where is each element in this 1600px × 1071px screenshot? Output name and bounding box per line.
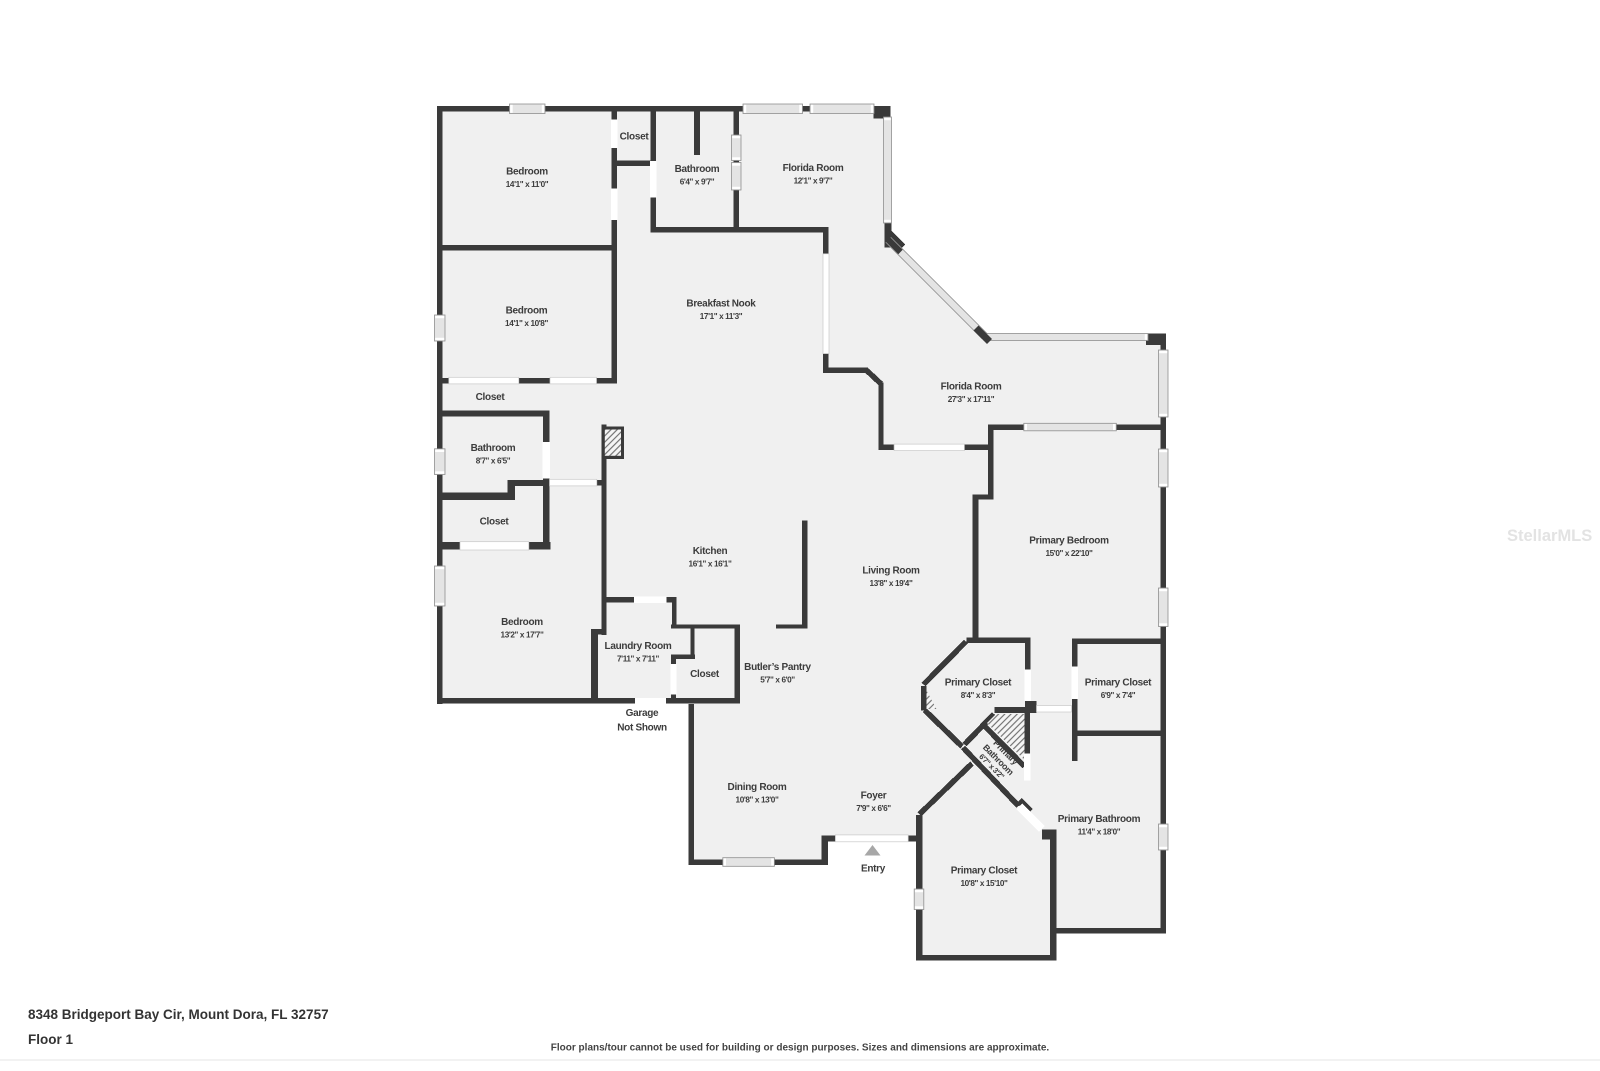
svg-text:Garage: Garage	[626, 708, 659, 719]
svg-text:StellarMLS: StellarMLS	[1507, 527, 1592, 545]
svg-text:27'3" x 17'11": 27'3" x 17'11"	[948, 395, 995, 404]
svg-text:Kitchen: Kitchen	[693, 546, 728, 557]
svg-text:12'1" x 9'7": 12'1" x 9'7"	[794, 177, 833, 186]
svg-text:5'7" x 6'0": 5'7" x 6'0"	[760, 676, 795, 685]
svg-text:Closet: Closet	[476, 392, 506, 403]
svg-text:7'9" x 6'6": 7'9" x 6'6"	[856, 804, 891, 813]
svg-text:Not Shown: Not Shown	[617, 723, 667, 734]
svg-text:8'7" x 6'5": 8'7" x 6'5"	[476, 457, 511, 466]
svg-text:14'1" x 10'8": 14'1" x 10'8"	[505, 319, 548, 328]
svg-text:13'2" x 17'7": 13'2" x 17'7"	[501, 631, 544, 640]
svg-text:Florida Room: Florida Room	[783, 163, 844, 174]
svg-text:14'1" x 11'0": 14'1" x 11'0"	[506, 180, 549, 189]
svg-text:11'4" x 18'0": 11'4" x 18'0"	[1078, 828, 1121, 837]
svg-text:15'0" x 22'10": 15'0" x 22'10"	[1045, 549, 1093, 558]
svg-text:Foyer: Foyer	[861, 791, 887, 802]
svg-text:10'8" x 13'0": 10'8" x 13'0"	[736, 796, 779, 805]
svg-text:Living Room: Living Room	[862, 566, 920, 577]
svg-text:6'9" x 7'4": 6'9" x 7'4"	[1101, 691, 1136, 700]
svg-text:Closet: Closet	[690, 669, 720, 680]
svg-text:Butler’s Pantry: Butler’s Pantry	[744, 662, 811, 673]
svg-text:Breakfast Nook: Breakfast Nook	[686, 299, 756, 310]
svg-text:Floor plans/tour cannot be use: Floor plans/tour cannot be used for buil…	[551, 1043, 1050, 1054]
svg-text:Closet: Closet	[620, 132, 650, 143]
svg-text:8348 Bridgeport Bay Cir, Mount: 8348 Bridgeport Bay Cir, Mount Dora, FL …	[28, 1007, 329, 1022]
svg-text:Bathroom: Bathroom	[471, 443, 516, 454]
svg-text:Entry: Entry	[861, 864, 886, 875]
svg-text:8'4" x 8'3": 8'4" x 8'3"	[961, 691, 996, 700]
svg-text:16'1" x 16'1": 16'1" x 16'1"	[689, 560, 732, 569]
svg-text:Floor 1: Floor 1	[28, 1032, 73, 1047]
svg-text:Bedroom: Bedroom	[501, 617, 543, 628]
svg-text:Primary Closet: Primary Closet	[951, 866, 1018, 877]
svg-text:17'1" x 11'3": 17'1" x 11'3"	[700, 312, 743, 321]
svg-text:Bathroom: Bathroom	[675, 164, 720, 175]
svg-text:7'11" x 7'11": 7'11" x 7'11"	[617, 655, 659, 664]
svg-text:Bedroom: Bedroom	[506, 167, 548, 178]
svg-text:Primary Bedroom: Primary Bedroom	[1029, 536, 1109, 547]
svg-text:Florida Room: Florida Room	[941, 382, 1002, 393]
svg-text:10'8" x 15'10": 10'8" x 15'10"	[960, 879, 1008, 888]
svg-text:Primary Closet: Primary Closet	[945, 678, 1012, 689]
svg-text:Dining Room: Dining Room	[728, 782, 787, 793]
svg-text:Bedroom: Bedroom	[506, 306, 548, 317]
svg-text:Primary Closet: Primary Closet	[1085, 678, 1152, 689]
svg-text:Primary Bathroom: Primary Bathroom	[1058, 814, 1141, 825]
svg-text:6'4" x 9'7": 6'4" x 9'7"	[680, 178, 715, 187]
svg-text:Laundry Room: Laundry Room	[605, 641, 672, 652]
svg-text:13'8" x 19'4": 13'8" x 19'4"	[870, 579, 913, 588]
svg-text:Closet: Closet	[480, 517, 510, 528]
